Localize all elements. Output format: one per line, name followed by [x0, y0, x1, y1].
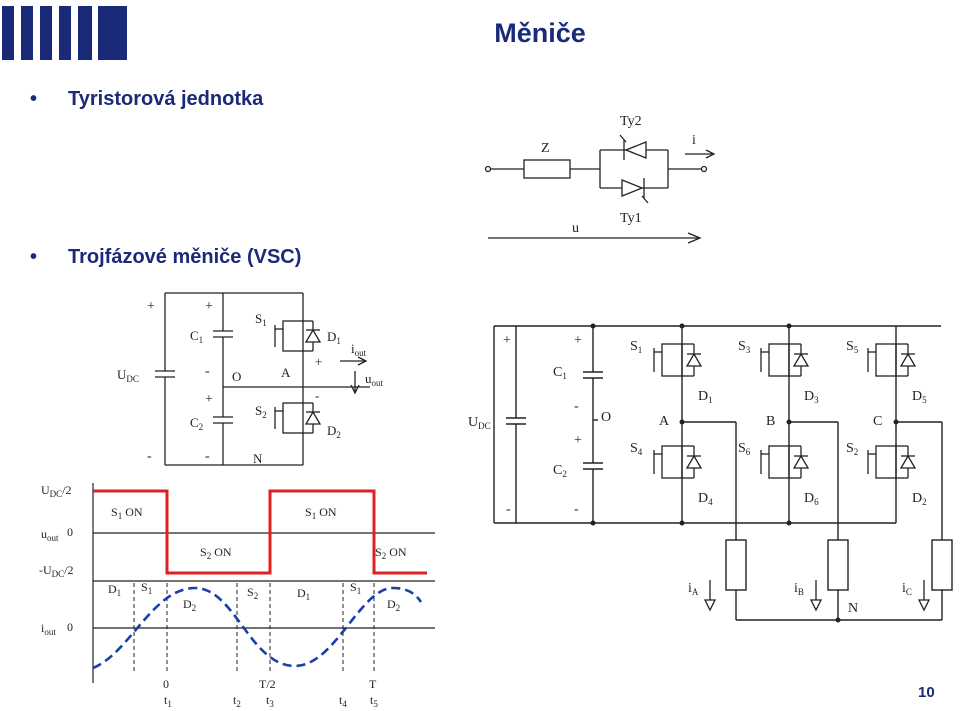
page-number: 10: [918, 684, 935, 701]
svg-text:+: +: [574, 333, 582, 348]
label-c2-3ph: C2: [553, 463, 567, 479]
label-o: O: [232, 369, 241, 384]
label-lower-diode: D4: [698, 491, 713, 507]
axis-mark-period: T: [369, 677, 377, 691]
axis-mark-zero: 0: [163, 677, 169, 691]
svg-text:-: -: [506, 502, 511, 517]
svg-text:-: -: [315, 388, 319, 403]
label-neutral: N: [848, 601, 858, 616]
label-n: N: [253, 451, 263, 466]
label-zero-i: 0: [67, 620, 73, 634]
label-c1: C1: [190, 328, 203, 345]
label-phase-c: C: [873, 414, 882, 429]
output-current-trace: [92, 586, 423, 670]
label-s1-on: S1 ON: [305, 505, 337, 521]
label-phase-b: B: [766, 414, 775, 429]
label-i-out: iout: [41, 621, 56, 637]
svg-text:-: -: [205, 449, 210, 464]
label-a: A: [281, 365, 291, 380]
label-iout: iout: [351, 341, 367, 358]
label-s1-on: S1 ON: [111, 505, 143, 521]
impedance-z: [523, 159, 571, 179]
label-lower-switch: S6: [738, 441, 751, 457]
label-upper-diode: D1: [698, 389, 713, 405]
region-label: D2: [387, 597, 400, 613]
half-bridge-circuit: + - + - + - + - UDC C1 C2 S1 S2 D1 D2 O …: [117, 292, 384, 466]
region-label: S1: [350, 580, 361, 596]
label-phase-current: iA: [688, 581, 699, 597]
bullet-thyristor-unit: • Tyristorová jednotka: [30, 88, 263, 111]
label-z: Z: [541, 141, 550, 156]
axis-mark-half-period: T/2: [259, 677, 276, 691]
svg-text:-: -: [205, 364, 210, 379]
label-lower-diode: D6: [804, 491, 819, 507]
label-u: u: [572, 221, 579, 236]
label-upper-switch: S1: [630, 339, 642, 355]
region-label: D1: [108, 582, 121, 598]
label-s2: S2: [255, 403, 267, 420]
svg-text:+: +: [147, 299, 155, 314]
label-lower-switch: S4: [630, 441, 643, 457]
label-lower-diode: D2: [912, 491, 927, 507]
label-phase-current: iC: [902, 581, 912, 597]
time-label: t1: [164, 693, 172, 709]
svg-text:+: +: [205, 392, 213, 407]
label-i: i: [692, 133, 696, 148]
label-s2-on: S2 ON: [200, 545, 232, 561]
bullet-text: Trojfázové měniče (VSC): [68, 246, 302, 268]
region-label: D1: [297, 586, 310, 602]
label-s1: S1: [255, 311, 267, 328]
label-phase-current: iB: [794, 581, 804, 597]
thyristor-unit-diagram: Z Ty2 Ty1 i u: [484, 114, 716, 244]
label-s2-on: S2 ON: [375, 545, 407, 561]
bullet-text: Tyristorová jednotka: [68, 88, 264, 110]
university-logo: [2, 6, 127, 60]
label-lower-switch: S2: [846, 441, 858, 457]
thyristor-ty1: [621, 179, 644, 197]
svg-text:-: -: [574, 399, 579, 414]
switching-waveform: UDC/2 uout 0 -UDC/2 iout 0 S1 ON S1 ON S…: [39, 483, 435, 709]
label-d1: D1: [327, 329, 341, 346]
thyristor-ty2: [624, 141, 647, 159]
time-label: t5: [370, 693, 378, 709]
time-label: t3: [266, 693, 274, 709]
label-d2: D2: [327, 423, 341, 440]
label-c1-3ph: C1: [553, 365, 567, 381]
label-u-out: uout: [41, 527, 59, 543]
three-phase-vsc-circuit: + - + - + - UDC C1 C2 O S1 S3 S5 S4 S6 S…: [468, 323, 953, 623]
bullet-dot: •: [30, 246, 38, 268]
label-upper-diode: D5: [912, 389, 927, 405]
label-ty2: Ty2: [620, 114, 642, 129]
label-zero-u: 0: [67, 525, 73, 539]
label-phase-a: A: [659, 414, 670, 429]
label-u-max: UDC/2: [41, 483, 72, 499]
svg-text:+: +: [205, 299, 213, 314]
label-o-3ph: O: [601, 410, 611, 425]
svg-text:-: -: [147, 449, 152, 464]
time-label: t4: [339, 693, 347, 709]
label-u-min: -UDC/2: [39, 563, 74, 579]
label-uout: uout: [365, 371, 384, 388]
label-upper-switch: S5: [846, 339, 859, 355]
svg-text:+: +: [503, 333, 511, 348]
label-udc: UDC: [117, 367, 139, 384]
label-udc-3ph: UDC: [468, 415, 491, 431]
label-upper-switch: S3: [738, 339, 751, 355]
label-upper-diode: D3: [804, 389, 819, 405]
label-c2: C2: [190, 415, 203, 432]
output-voltage-trace: [93, 489, 427, 575]
svg-text:+: +: [574, 433, 582, 448]
slide-title: Měniče: [494, 18, 586, 48]
svg-text:+: +: [315, 354, 322, 369]
bullet-dot: •: [30, 88, 38, 110]
bullet-three-phase-converters: • Trojfázové měniče (VSC): [30, 246, 301, 269]
region-label: S1: [141, 580, 152, 596]
region-label: S2: [247, 585, 258, 601]
time-label: t2: [233, 693, 241, 709]
svg-text:-: -: [574, 502, 579, 517]
region-label: D2: [183, 597, 196, 613]
label-ty1: Ty1: [620, 211, 642, 226]
